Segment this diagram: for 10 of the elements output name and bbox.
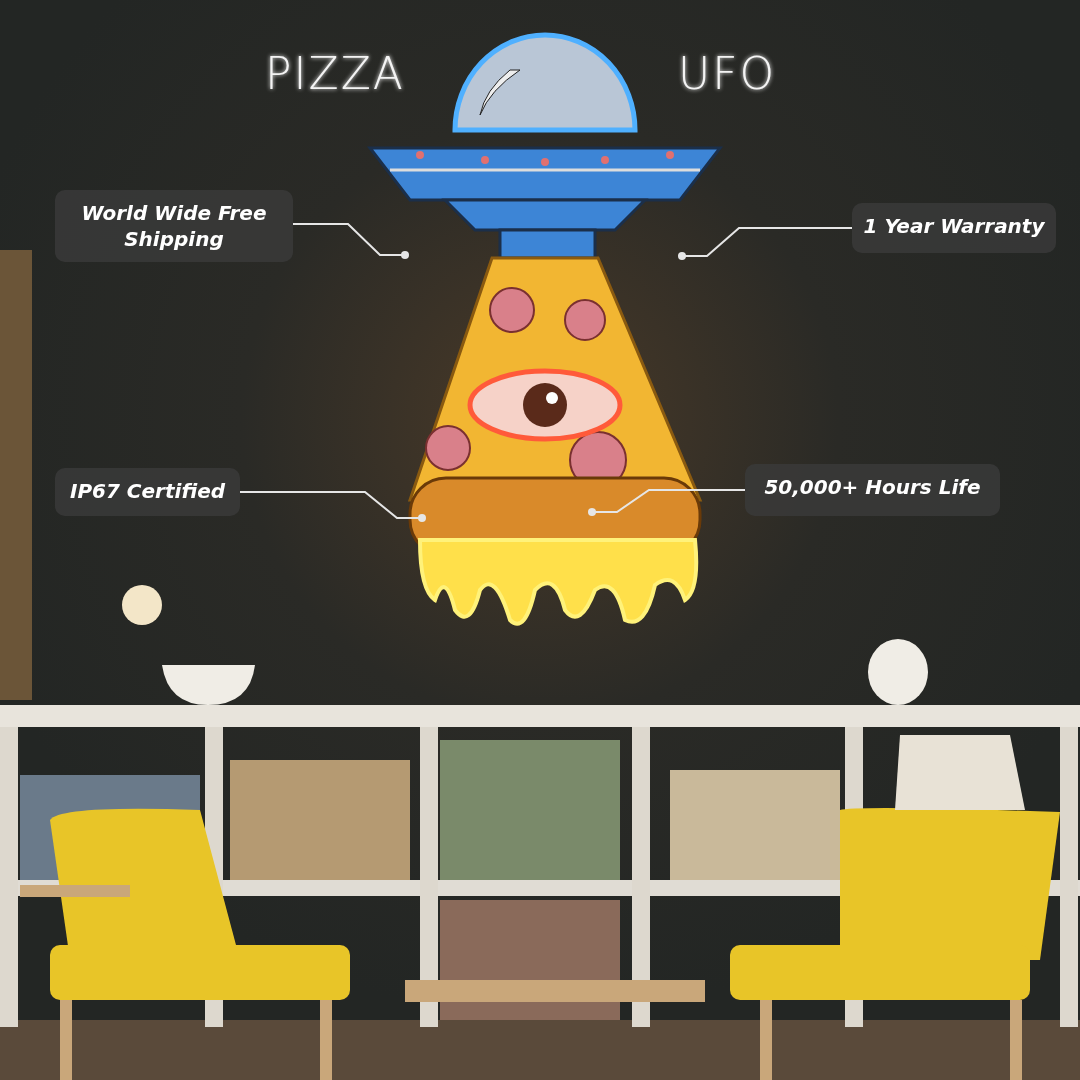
leader-line [239, 491, 426, 522]
feature-callout: IP67 Certified [55, 468, 240, 516]
neon-sign-text: PIZZA [265, 48, 405, 99]
neon-sign-text: UFO [678, 48, 777, 99]
feature-callout: 1 Year Warranty [852, 203, 1056, 253]
leader-line [292, 223, 409, 259]
leader-line [678, 227, 853, 260]
feature-callout: 50,000+ Hours Life [745, 464, 1000, 516]
feature-callout: World Wide Free Shipping [55, 190, 293, 262]
leader-line [588, 489, 746, 516]
